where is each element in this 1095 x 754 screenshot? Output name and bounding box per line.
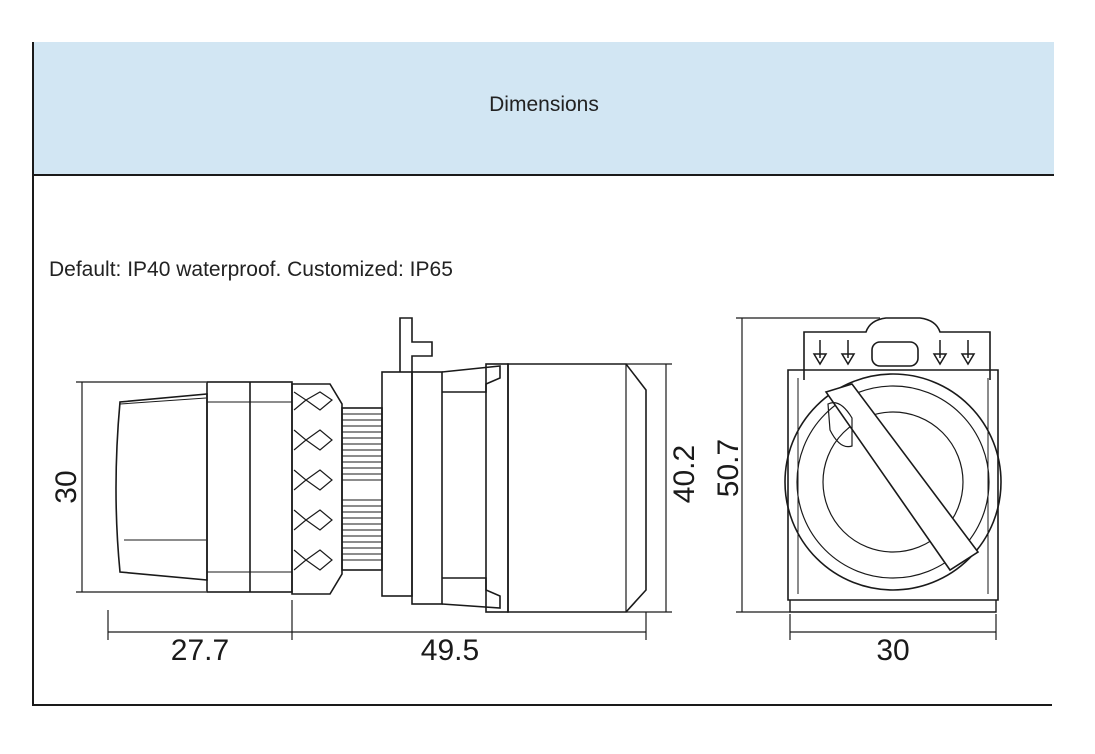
threaded-barrel [341,407,383,571]
panel-title: Dimensions [489,93,599,116]
dim-body-length: 49.5 [421,634,479,667]
contact-block [441,363,647,613]
front-view [784,317,1002,613]
dim-body-height: 40.2 [668,445,701,503]
panel-header: Dimensions [34,42,1054,176]
dim-knob-length: 27.7 [171,634,229,667]
dim-front-height: 30 [50,470,83,503]
bezel-ring [206,381,293,593]
dim-total-height: 50.7 [712,439,745,497]
mounting-plate [381,317,443,605]
protection-note: Default: IP40 waterproof. Customized: IP… [49,258,453,281]
knob-side-view [115,393,208,581]
dimension-lines [76,317,997,640]
knurled-nut [291,383,343,595]
dim-side-width: 30 [876,634,909,667]
